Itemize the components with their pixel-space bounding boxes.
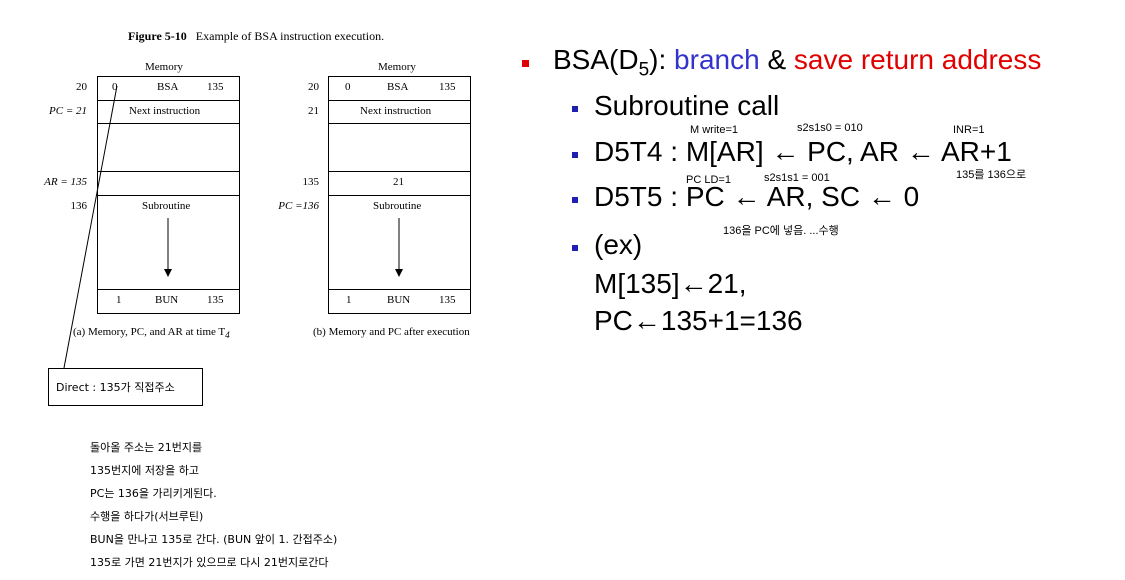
pc-label-right: PC =136 <box>278 200 319 212</box>
annotation-m-write: M write=1 <box>690 124 738 136</box>
address-bun-left: 135 <box>207 294 224 306</box>
bullet-d5t5: D5T5 : PC ← AR, SC ← 0 <box>594 181 919 213</box>
explanation-line: BUN을 만나고 135로 간다. (BUN 앞이 1. 간접주소) <box>90 533 338 546</box>
d5t5-expr: PC ← AR, SC ← 0 <box>685 181 920 212</box>
callout-line <box>63 85 118 369</box>
figure-title: Example of BSA instruction execution. <box>195 29 385 43</box>
bullet-square-blue <box>572 197 578 203</box>
memory-header-left: Memory <box>145 61 183 73</box>
title-prefix: BSA(D <box>553 44 639 75</box>
d5t4-label: D5T4 : <box>594 136 686 167</box>
d5t4-expr: M[AR] ← PC, AR ← AR+1 <box>685 136 1012 167</box>
bullet-square-blue <box>572 106 578 112</box>
d5t5-label: D5T5 : <box>594 181 686 212</box>
indirect-bit-bun-right: 1 <box>346 294 352 306</box>
next-instruction-right: Next instruction <box>360 105 432 117</box>
indirect-bit-bsa-right: 0 <box>345 81 351 93</box>
caption-left-sub: 4 <box>225 330 230 341</box>
opcode-bun-left: BUN <box>155 294 179 306</box>
subroutine-label-right: Subroutine <box>373 200 422 212</box>
annotation-pc-ld: PC LD=1 <box>686 174 731 186</box>
slide-title: BSA(D5): branch & save return address <box>553 44 1041 82</box>
opcode-bsa-left: BSA <box>157 81 179 93</box>
ar-label-left: AR = 135 <box>44 176 87 188</box>
bullet-square-blue <box>572 245 578 251</box>
caption-right: (b) Memory and PC after execution <box>313 326 470 338</box>
stored-return-address: 21 <box>393 176 404 188</box>
address-bun-right: 135 <box>439 294 456 306</box>
opcode-bsa-right: BSA <box>387 81 409 93</box>
explanation-line: 135번지에 저장을 하고 <box>90 464 199 477</box>
annotation-s-001: s2s1s1 = 001 <box>764 172 830 184</box>
title-mid: ): <box>649 44 675 75</box>
explanation-line: 돌아올 주소는 21번지를 <box>90 441 203 454</box>
next-instruction-left: Next instruction <box>129 105 201 117</box>
address-label-21-right: 21 <box>308 105 319 117</box>
address-label-135-right: 135 <box>302 176 320 188</box>
address-bsa-left: 135 <box>207 81 224 93</box>
explanation-line: 수행을 하다가(서브루틴) <box>90 510 204 523</box>
explanation-line: PC는 136을 가리키게된다. <box>90 487 217 500</box>
address-label-136-left: 136 <box>70 200 88 212</box>
annotation-inr: INR=1 <box>953 124 985 136</box>
memory-block-right <box>328 76 471 314</box>
opcode-bun-right: BUN <box>387 294 411 306</box>
bullet-d5t4: D5T4 : M[AR] ← PC, AR ← AR+1 <box>594 136 1012 168</box>
indirect-bit-bsa-left: 0 <box>112 81 118 93</box>
figure-number: Figure 5-10 <box>128 29 187 43</box>
pc-label-left: PC = 21 <box>49 105 87 117</box>
annotation-s-010: s2s1s0 = 010 <box>797 122 863 134</box>
title-branch: branch <box>674 44 760 75</box>
subroutine-label-left: Subroutine <box>142 200 191 212</box>
bullet-subroutine-call: Subroutine call <box>594 90 780 121</box>
annotation-136-to-pc: 136을 PC에 넣음. ...수행 <box>723 225 839 237</box>
caption-left: (a) Memory, PC, and AR at time T4 <box>73 326 230 340</box>
address-label-20-left: 20 <box>76 81 87 93</box>
bullet-square-red <box>522 60 529 67</box>
explanation-line: 135로 가면 21번지가 있으므로 다시 21번지로간다 <box>90 556 329 569</box>
address-label-20-right: 20 <box>308 81 319 93</box>
memory-block-left <box>97 76 240 314</box>
caption-left-text: (a) Memory, PC, and AR at time T <box>73 326 226 338</box>
note-direct-address: Direct : 135가 직접주소 <box>56 381 175 394</box>
note-box <box>48 368 203 406</box>
example-line-2: PC←135+1=136 <box>594 305 803 336</box>
title-amp: & <box>759 44 794 75</box>
annotation-135-to-136: 135를 136으로 <box>956 169 1027 181</box>
title-save-return: save return address <box>793 44 1042 75</box>
address-bsa-right: 135 <box>439 81 456 93</box>
indirect-bit-bun-left: 1 <box>116 294 122 306</box>
title-sub: 5 <box>638 59 650 81</box>
memory-header-right: Memory <box>378 61 416 73</box>
figure-caption: Figure 5-10 Example of BSA instruction e… <box>128 29 384 44</box>
bullet-example: (ex) <box>594 229 643 260</box>
bullet-square-blue <box>572 152 578 158</box>
example-line-1: M[135]←21, <box>594 268 747 299</box>
